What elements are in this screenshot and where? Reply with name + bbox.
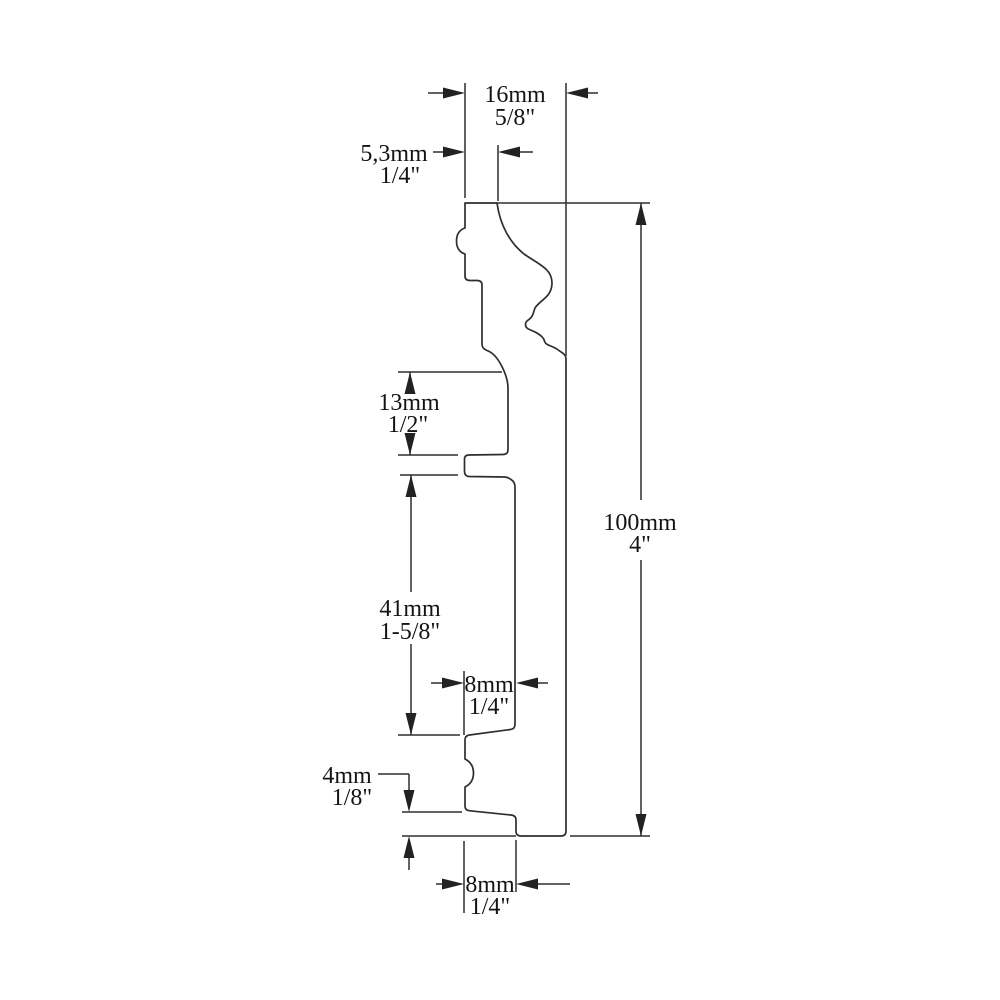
dim-upper-height-mm-label: 13mm — [378, 390, 440, 416]
dim-mid-height-mm-label: 41mm — [379, 596, 441, 622]
dim-bottom-height-inch-label: 1/8" — [332, 785, 372, 811]
dim-total-height-mm-label: 100mm — [603, 510, 677, 536]
dim-upper-height-inch-label: 1/2" — [388, 412, 428, 438]
dim-bottom-depth-inch-label: 1/4" — [470, 894, 510, 920]
extension-lines — [378, 83, 650, 913]
dim-top-width-mm-label: 16mm — [484, 82, 546, 108]
dim-total-height-inch-label: 4" — [629, 532, 651, 558]
dim-bottom-depth-mm-label: 8mm — [465, 872, 515, 898]
dim-mid-height-inch-label: 1-5/8" — [380, 619, 440, 645]
dimension-arrowheads — [403, 87, 647, 890]
dim-bottom-height-mm-label: 4mm — [322, 763, 372, 789]
dim-mid-depth-mm-label: 8mm — [464, 672, 514, 698]
moulding-profile-outline — [455, 202, 567, 837]
dim-top-offset-inch-label: 1/4" — [380, 163, 420, 189]
dim-top-width-inch-label: 5/8" — [495, 105, 535, 131]
dim-top-offset-mm-label: 5,3mm — [360, 141, 428, 167]
dimension-lines — [408, 92, 642, 885]
dim-mid-depth-inch-label: 1/4" — [469, 694, 509, 720]
